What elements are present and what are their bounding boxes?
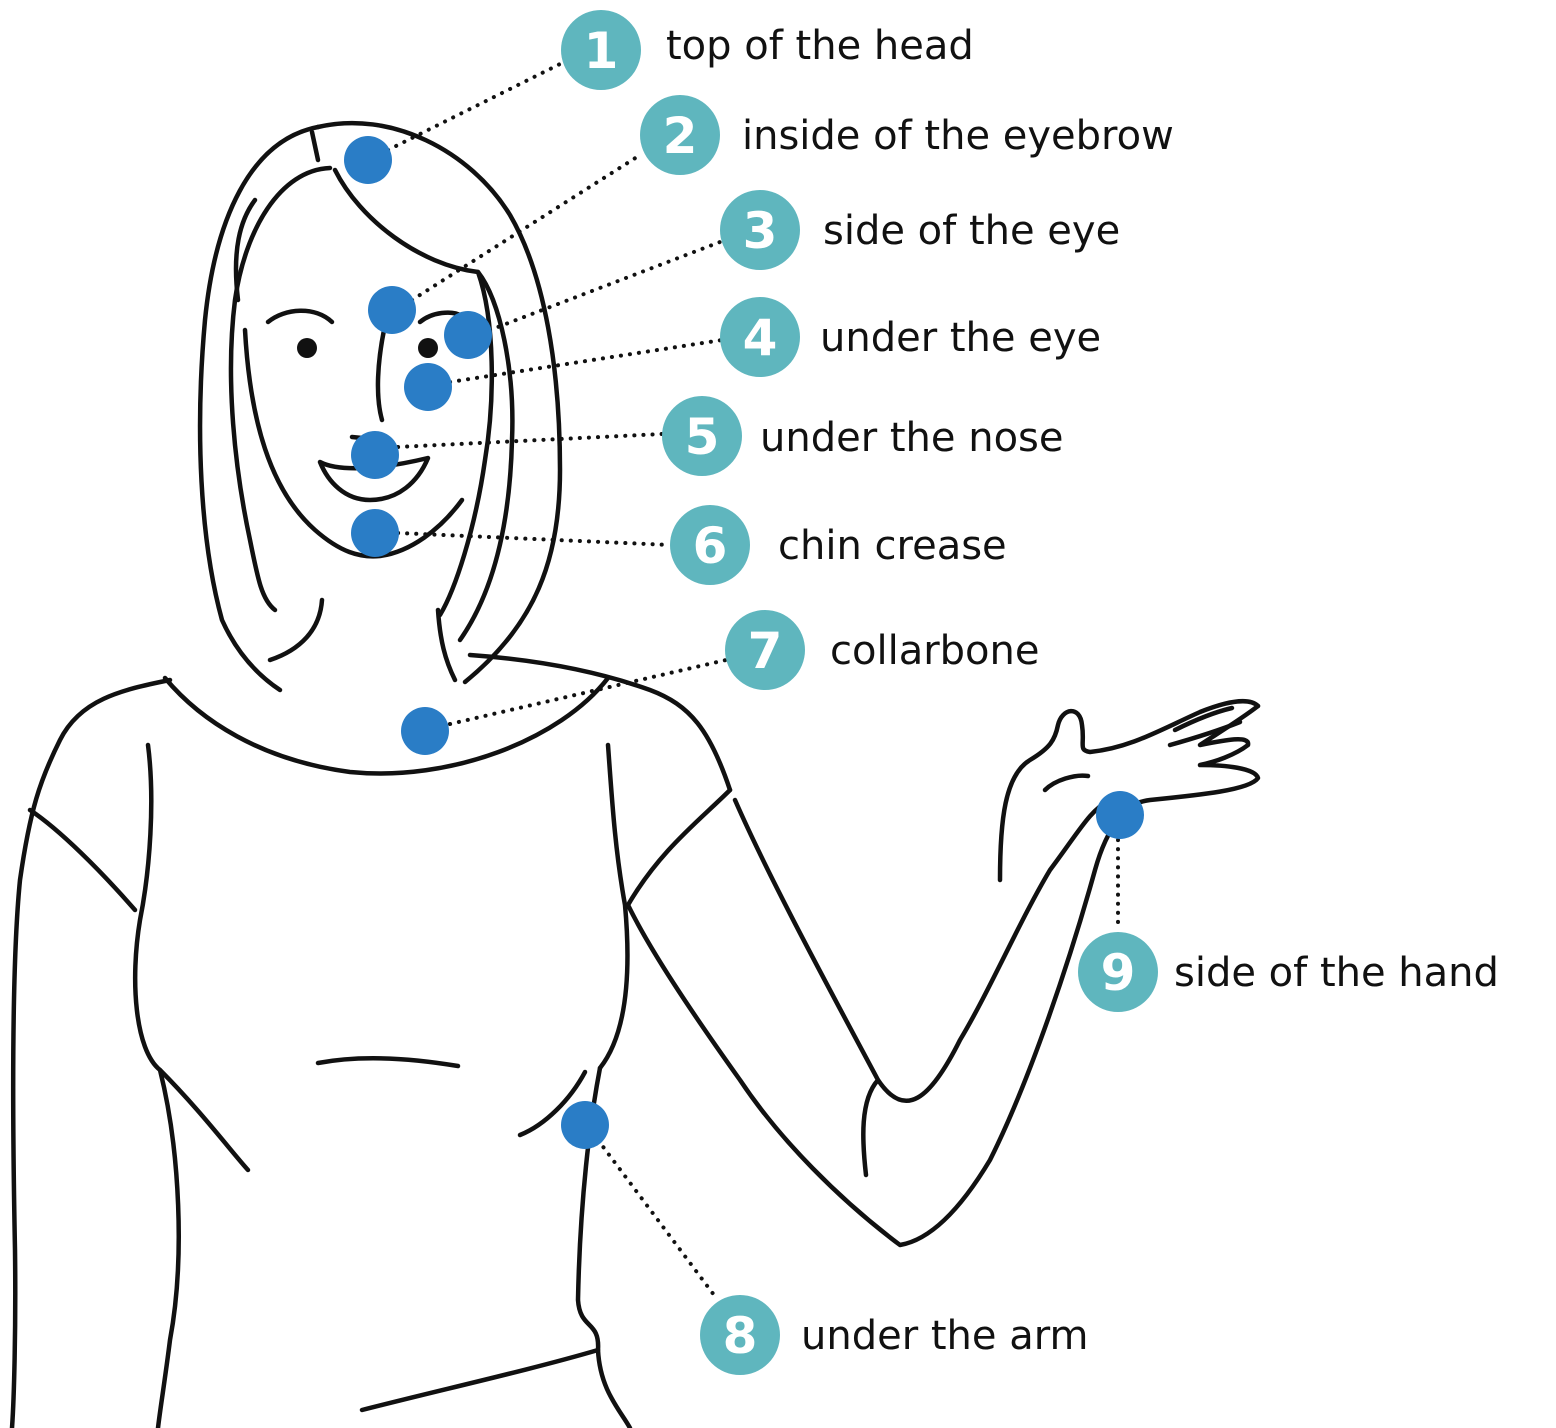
callout-2: 2 inside of the eyebrow	[640, 95, 1174, 175]
label-under-arm: under the arm	[801, 1313, 1088, 1359]
callout-4: 4 under the eye	[720, 297, 1101, 377]
waist-line	[362, 1350, 598, 1410]
label-under-nose: under the nose	[760, 415, 1064, 461]
leader-5	[398, 434, 662, 447]
badge-7-number: 7	[748, 622, 783, 680]
sleeve-right	[628, 790, 730, 905]
leader-6	[398, 533, 670, 545]
leader-2	[412, 155, 640, 300]
elbow	[863, 1080, 878, 1175]
point-under-eye[interactable]	[404, 363, 452, 411]
torso-left-edge	[158, 1070, 179, 1428]
callout-6: 6 chin crease	[670, 505, 1007, 585]
torso-left	[135, 745, 248, 1170]
shirt-neckline	[165, 678, 608, 773]
callout-8: 8 under the arm	[700, 1295, 1088, 1375]
torso-right	[600, 745, 627, 1068]
shirt-shoulder-right	[470, 655, 730, 790]
leader-7	[450, 660, 726, 724]
callout-5: 5 under the nose	[662, 396, 1064, 476]
badge-8-number: 8	[723, 1307, 758, 1365]
eye-right	[418, 338, 438, 358]
label-collarbone: collarbone	[830, 628, 1039, 674]
point-under-nose[interactable]	[351, 431, 399, 479]
point-side-of-eye[interactable]	[444, 311, 492, 359]
point-collarbone[interactable]	[401, 707, 449, 755]
callout-7: 7 collarbone	[725, 610, 1039, 690]
label-inside-of-eyebrow: inside of the eyebrow	[742, 113, 1174, 159]
neck-left	[270, 600, 322, 660]
neck-right	[438, 610, 455, 680]
callout-3: 3 side of the eye	[720, 190, 1120, 270]
point-under-arm[interactable]	[561, 1101, 609, 1149]
point-chin-crease[interactable]	[351, 509, 399, 557]
eye-left	[297, 338, 317, 358]
leader-8	[598, 1140, 714, 1295]
point-inside-of-eyebrow[interactable]	[368, 286, 416, 334]
badge-1-number: 1	[584, 22, 619, 80]
hair-part	[312, 132, 318, 160]
leader-1	[388, 63, 562, 150]
point-side-of-hand[interactable]	[1096, 791, 1144, 839]
badge-3-number: 3	[743, 202, 778, 260]
badge-2-number: 2	[663, 107, 698, 165]
callout-9: 9 side of the hand	[1078, 932, 1499, 1012]
callout-1: 1 top of the head	[561, 10, 974, 90]
badge-9-number: 9	[1101, 944, 1136, 1002]
label-under-eye: under the eye	[820, 315, 1101, 361]
eyebrow-left	[268, 311, 332, 322]
nose	[378, 330, 384, 420]
arm-upper-outer	[735, 800, 1110, 1101]
hair-inner-left	[231, 168, 330, 610]
badge-4-number: 4	[743, 309, 778, 367]
label-side-of-hand: side of the hand	[1174, 950, 1499, 996]
leader-3	[490, 242, 720, 330]
label-chin-crease: chin crease	[778, 523, 1007, 569]
label-side-of-eye: side of the eye	[823, 208, 1120, 254]
label-top-of-head: top of the head	[666, 23, 974, 69]
point-top-of-head[interactable]	[344, 136, 392, 184]
badge-6-number: 6	[693, 517, 728, 575]
bust-line	[318, 1058, 458, 1066]
sleeve-left	[30, 810, 135, 910]
badge-5-number: 5	[685, 408, 720, 466]
hair-outline	[200, 127, 318, 690]
hand-thumb-crease	[1045, 776, 1088, 790]
